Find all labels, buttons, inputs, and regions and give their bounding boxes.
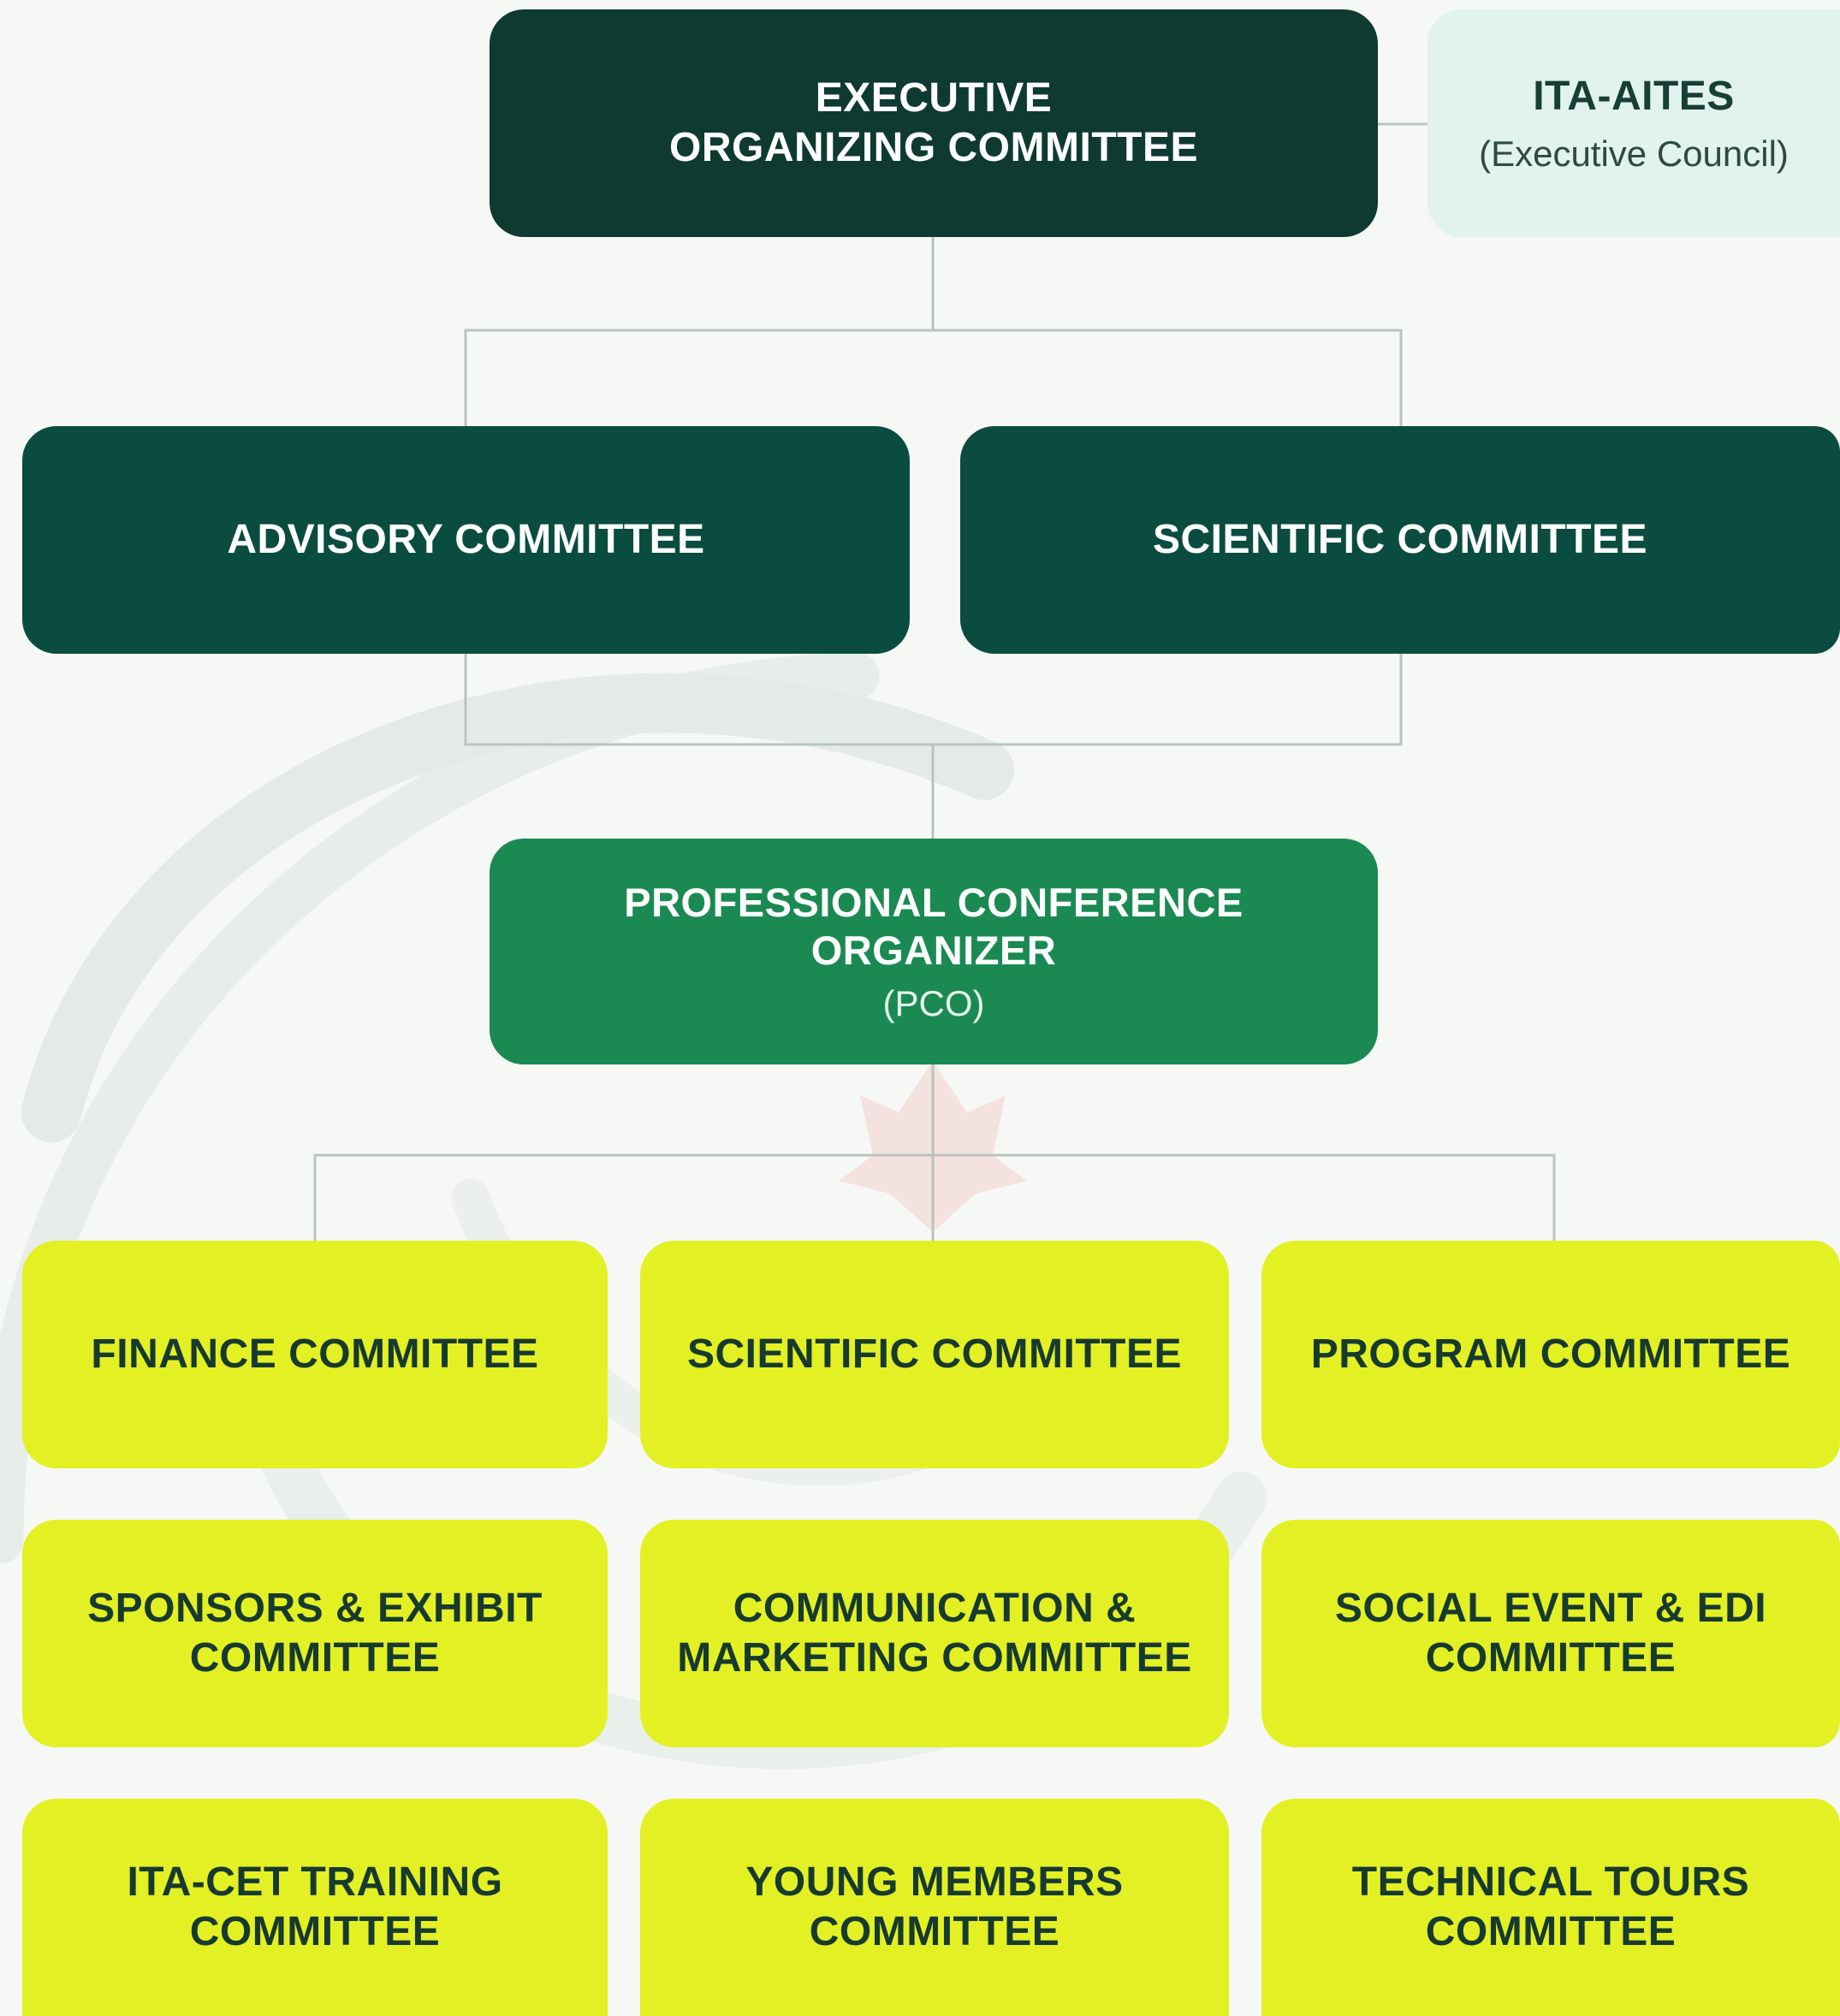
committee-node: SPONSORS & EXHIBIT COMMITTEE	[22, 1520, 608, 1747]
advisory-committee-node: ADVISORY COMMITTEE	[22, 426, 910, 654]
ita-aites-council-node: ITA-AITES (Executive Council)	[1427, 9, 1840, 237]
node-title: ADVISORY COMMITTEE	[227, 517, 705, 563]
connector-level2-top	[464, 329, 1403, 426]
node-title: PROFESSIONAL CONFERENCE ORGANIZER	[624, 879, 1243, 973]
node-title: COMMUNICATION & MARKETING COMMITTEE	[677, 1586, 1192, 1681]
pco-node: PROFESSIONAL CONFERENCE ORGANIZER (PCO)	[490, 839, 1378, 1064]
committee-node: ITA-CET TRAINING COMMITTEE	[22, 1799, 608, 2016]
node-title: ITA-AITES	[1533, 74, 1735, 120]
node-title: SOCIAL EVENT & EDI COMMITTEE	[1334, 1586, 1767, 1681]
node-title: EXECUTIVE ORGANIZING COMMITTEE	[669, 75, 1198, 170]
executive-organizing-committee-node: EXECUTIVE ORGANIZING COMMITTEE	[490, 9, 1378, 237]
node-subtitle: (PCO)	[882, 983, 985, 1024]
committee-node: PROGRAM COMMITTEE	[1261, 1241, 1840, 1468]
node-title: FINANCE COMMITTEE	[91, 1331, 539, 1378]
scientific-committee-node: SCIENTIFIC COMMITTEE	[960, 426, 1840, 654]
committee-node: YOUNG MEMBERS COMMITTEE	[640, 1799, 1229, 2016]
committee-node: SOCIAL EVENT & EDI COMMITTEE	[1261, 1520, 1840, 1747]
node-title: ITA-CET TRAINING COMMITTEE	[127, 1859, 503, 1954]
committee-node: TECHNICAL TOURS COMMITTEE	[1261, 1799, 1840, 2016]
node-title: SCIENTIFIC COMMITTEE	[1153, 517, 1647, 563]
node-title: TECHNICAL TOURS COMMITTEE	[1351, 1859, 1750, 1954]
connector-committees-top	[313, 1153, 1556, 1241]
node-subtitle: (Executive Council)	[1479, 133, 1789, 174]
committee-node: COMMUNICATION & MARKETING COMMITTEE	[640, 1520, 1229, 1747]
committee-node: FINANCE COMMITTEE	[22, 1241, 608, 1468]
node-title: YOUNG MEMBERS COMMITTEE	[745, 1859, 1124, 1954]
node-title: PROGRAM COMMITTEE	[1310, 1331, 1791, 1378]
committee-node: SCIENTIFIC COMMITTEE	[640, 1241, 1229, 1468]
node-title: SPONSORS & EXHIBIT COMMITTEE	[87, 1586, 543, 1681]
connector-level2-bottom	[464, 654, 1403, 746]
node-title: SCIENTIFIC COMMITTEE	[687, 1331, 1182, 1378]
